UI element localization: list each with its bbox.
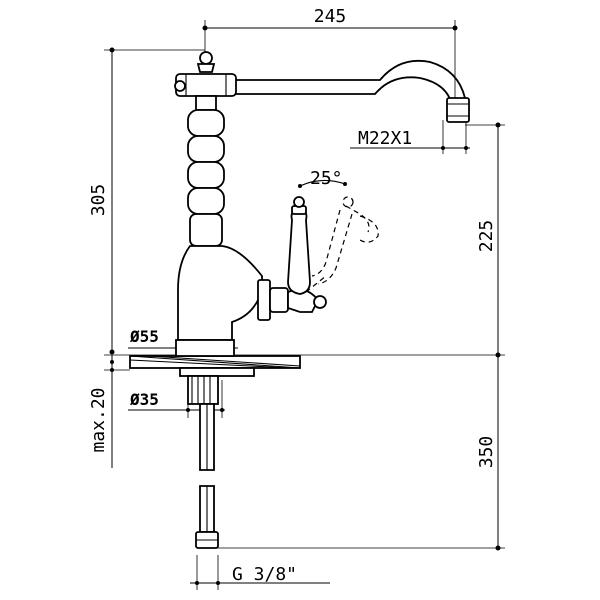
dimension-lines xyxy=(104,20,505,590)
label-spout-reach: 245 xyxy=(314,6,347,27)
label-base-diameter: Ø55 xyxy=(129,327,159,346)
label-below-counter: 350 xyxy=(476,436,497,469)
label-thread-outlet: M22X1 xyxy=(358,128,412,149)
label-spout-height: 225 xyxy=(476,220,497,253)
label-connection: G 3/8" xyxy=(232,564,297,585)
label-total-height: 305 xyxy=(88,184,109,217)
supply-hose xyxy=(195,403,219,549)
countertop xyxy=(129,339,301,405)
faucet-body xyxy=(174,51,470,341)
label-hole-diameter: Ø35 xyxy=(129,390,159,409)
label-max-thickness: max.20 xyxy=(88,387,109,452)
rotated-handle-outline xyxy=(305,196,379,293)
label-handle-angle: 25° xyxy=(310,168,343,189)
